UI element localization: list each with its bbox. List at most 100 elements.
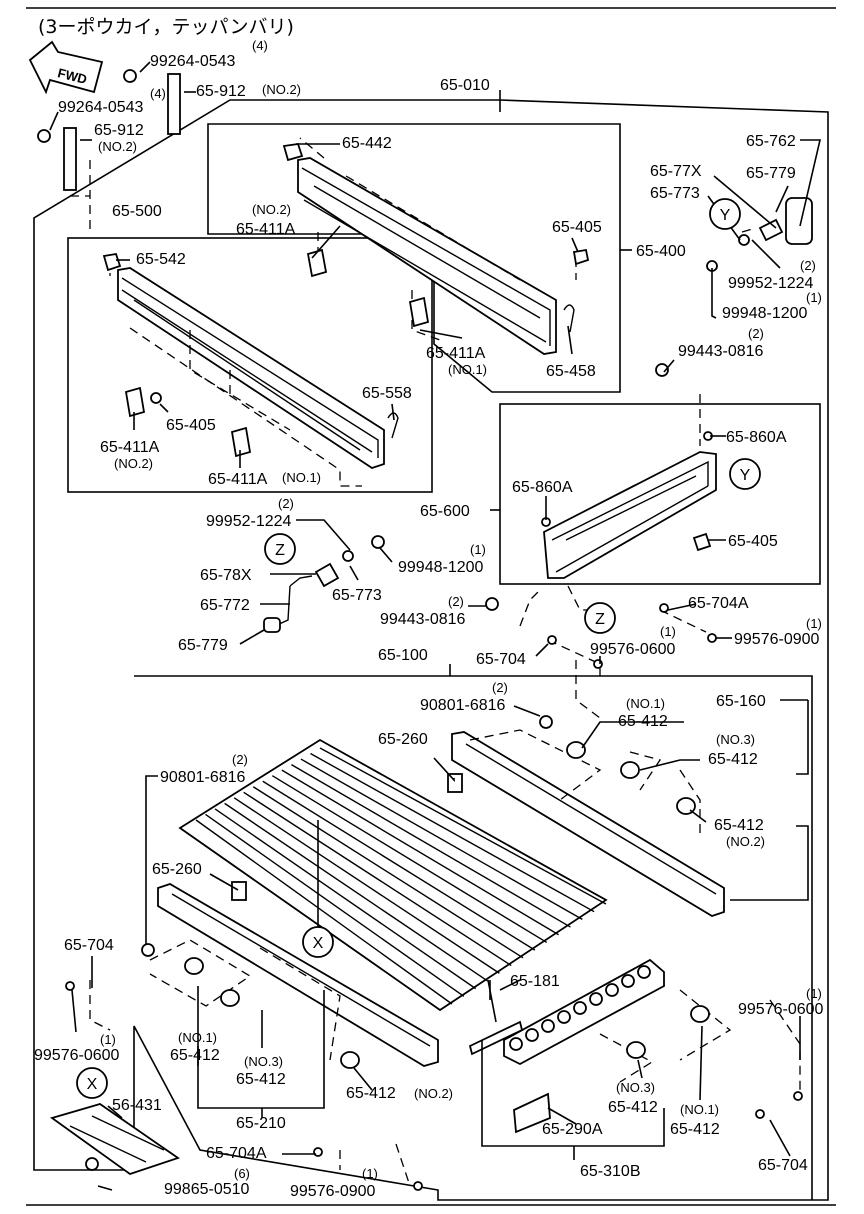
floor-rib (214, 808, 477, 990)
assembly-outline-65-010 (33, 99, 829, 1201)
marker-x-floor: X (302, 926, 334, 958)
svg-text:X: X (313, 935, 324, 952)
cross-member-bump (541, 1019, 555, 1033)
no1-e: (NO.1) (680, 1102, 719, 1117)
label-65-411A-c: 65-411A (236, 221, 296, 238)
label-65-405-b: 65-405 (552, 219, 602, 236)
label-65-412-h: 65-412 (670, 1121, 720, 1138)
label-65-260-b: 65-260 (152, 861, 202, 878)
right-side-rail (451, 731, 725, 917)
label-65-542: 65-542 (136, 251, 186, 268)
cross-member-bump (557, 1010, 571, 1024)
label-65-210: 65-210 (236, 1115, 286, 1132)
label-65-442: 65-442 (342, 135, 392, 152)
svg-text:Y: Y (740, 467, 751, 484)
label-65-704-b: 65-704 (64, 937, 114, 954)
gate-panel-65-600 (543, 451, 717, 579)
plate-56-431 (49, 1103, 180, 1175)
label-65-779-b: 65-779 (178, 637, 228, 654)
label-65-912-b: 65-912 (94, 122, 144, 139)
leader-lines (49, 61, 822, 1191)
no2-a: (NO.2) (262, 82, 301, 97)
label-99576-0900-b: 99576-0900 (290, 1183, 376, 1200)
no1-a: (NO.1) (282, 470, 321, 485)
no3-b: (NO.3) (244, 1054, 283, 1069)
gate-panel-65-400 (297, 157, 557, 355)
label-65-762: 65-762 (746, 133, 796, 150)
qty-2-e: (2) (492, 680, 508, 695)
label-99952-1224-a: 99952-1224 (728, 275, 814, 292)
label-65-860A-a: 65-860A (726, 429, 787, 446)
qty-1-f: (1) (100, 1032, 116, 1047)
qty-1-d: (1) (660, 624, 676, 639)
gate-dashed-guides (70, 137, 757, 627)
floor-rib (252, 786, 524, 959)
floor-rib (300, 758, 583, 920)
strip-65-181 (468, 1020, 524, 1056)
floor-rib (224, 802, 488, 982)
label-65-860A-b: 65-860A (512, 479, 573, 496)
cross-member-bump (621, 974, 635, 988)
label-65-400: 65-400 (636, 243, 686, 260)
box-65-100 (134, 675, 813, 1200)
label-65-912-a: 65-912 (196, 83, 246, 100)
label-65-779-a: 65-779 (746, 165, 796, 182)
floor-rib (319, 747, 607, 905)
floor-rib (243, 791, 512, 967)
label-65-411A-a: 65-411A (100, 439, 160, 456)
diagram-title: (3ーポウカイ，テッパンバリ) (38, 16, 294, 38)
no1-d: (NO.1) (178, 1030, 217, 1045)
label-99576-0600-b: 99576-0600 (738, 1001, 824, 1018)
label-65-558: 65-558 (362, 385, 412, 402)
label-65-412-c: 65-412 (714, 817, 764, 834)
label-65-458: 65-458 (546, 363, 596, 380)
floor-rib (291, 764, 571, 928)
qty-4-a: (4) (252, 38, 268, 53)
label-65-100: 65-100 (378, 647, 428, 664)
hardware-parts (37, 69, 813, 1191)
label-99948-1200-b: 99948-1200 (398, 559, 484, 576)
qty-4-b: (4) (150, 86, 166, 101)
bed-floor (178, 738, 608, 1012)
label-65-411A-b: 65-411A (208, 471, 268, 488)
no2-c: (NO.2) (114, 456, 153, 471)
label-65-704A-b: 65-704A (206, 1145, 267, 1162)
label-65-704-a: 65-704 (476, 651, 526, 668)
no2-d: (NO.2) (252, 202, 291, 217)
label-65-412-d: 65-412 (170, 1047, 220, 1064)
floor-rib (233, 797, 500, 974)
label-99952-1224-b: 99952-1224 (206, 513, 292, 530)
fwd-arrow-icon: FWD (28, 40, 104, 95)
label-65-412-g: 65-412 (608, 1099, 658, 1116)
label-65-412-f: 65-412 (346, 1085, 396, 1102)
marker-y-rear: Y (729, 458, 761, 490)
svg-text:Y: Y (720, 207, 731, 224)
label-65-412-e: 65-412 (236, 1071, 286, 1088)
qty-2-d: (2) (448, 594, 464, 609)
marker-z-rear: Z (584, 602, 616, 634)
marker-y-top: Y (709, 198, 741, 230)
cross-member-bump (605, 983, 619, 997)
marker-x-plate: X (76, 1067, 108, 1099)
no2-b: (NO.2) (98, 139, 137, 154)
cross-member-bump (509, 1037, 523, 1051)
marker-z-left: Z (264, 533, 296, 565)
bracket-65-290A (513, 1092, 551, 1134)
floor-rib (205, 813, 465, 997)
svg-text:Z: Z (595, 611, 605, 628)
label-90801-6816-a: 90801-6816 (420, 697, 506, 714)
label-65-290A: 65-290A (542, 1121, 603, 1138)
qty-1-e: (1) (806, 986, 822, 1001)
fwd-label: FWD (56, 65, 88, 87)
qty-2-a: (2) (800, 258, 816, 273)
label-99264-0543-a: 99264-0543 (150, 53, 236, 70)
floor-rib (310, 752, 595, 913)
label-65-411A-d: 65-411A (426, 345, 486, 362)
svg-text:X: X (87, 1076, 98, 1093)
floor-rib (195, 819, 453, 1005)
qty-1-g: (1) (362, 1166, 378, 1181)
label-65-600: 65-600 (420, 503, 470, 520)
label-90801-6816-b: 90801-6816 (160, 769, 246, 786)
cross-member-65-310B (503, 958, 665, 1066)
